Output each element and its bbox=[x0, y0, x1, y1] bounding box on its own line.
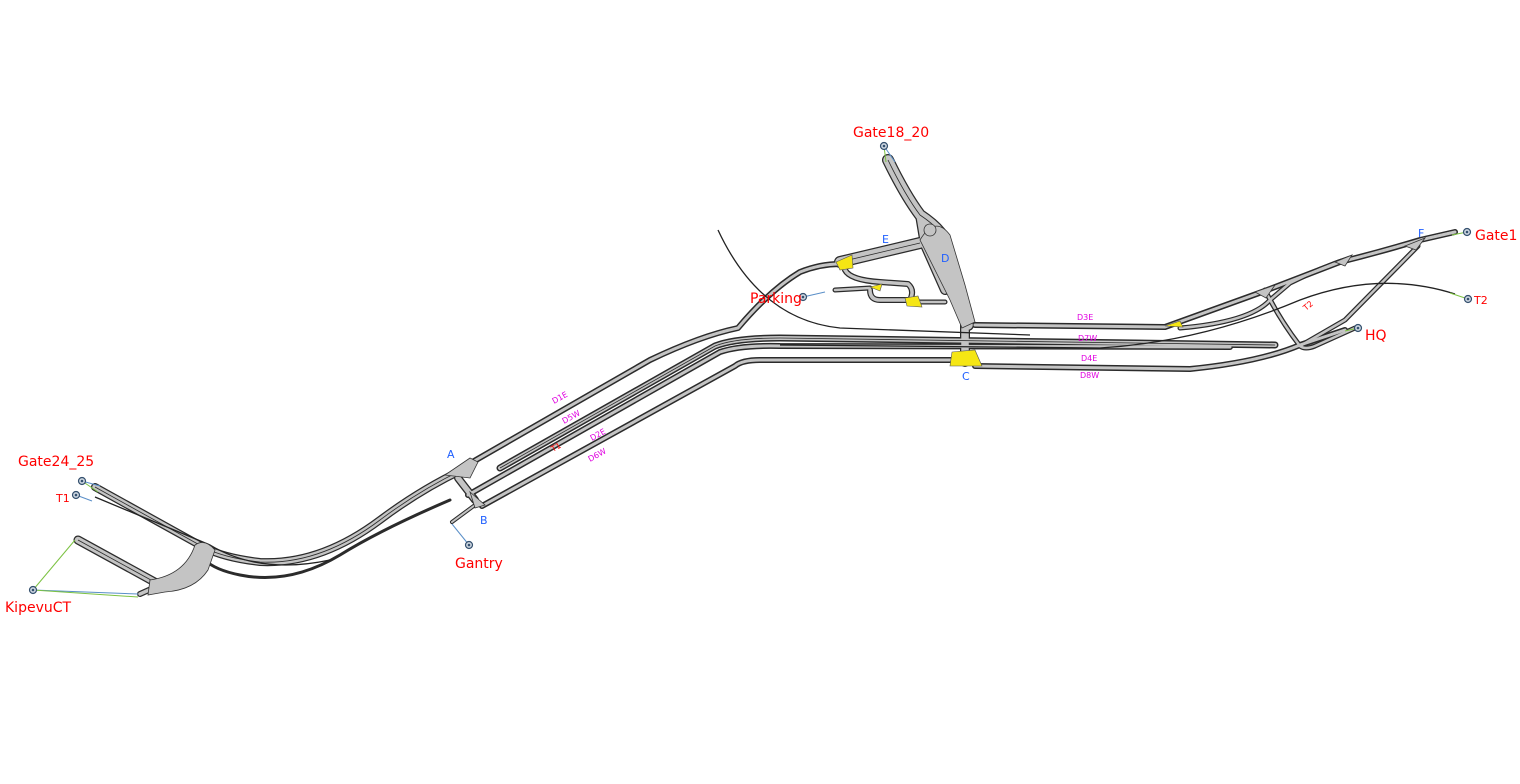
signal-e-west bbox=[835, 254, 854, 271]
link-label-d7w: D7W bbox=[1078, 334, 1097, 343]
link-label-d1e: D1E bbox=[551, 390, 570, 406]
road-outline bbox=[78, 160, 1455, 594]
junction-f1 bbox=[1254, 284, 1277, 299]
centroid-hq[interactable] bbox=[1353, 323, 1363, 333]
zone-label-parking: Parking bbox=[750, 291, 802, 307]
node-label-a: A bbox=[447, 448, 455, 461]
centroid-gantry[interactable] bbox=[464, 540, 474, 550]
node-labels: A B C D E F bbox=[447, 227, 1424, 527]
link-label-t2: T2 bbox=[1301, 299, 1315, 313]
zone-label-gate18-20: Gate18_20 bbox=[853, 125, 929, 141]
node-label-f: F bbox=[1418, 227, 1424, 240]
zone-label-gantry: Gantry bbox=[455, 556, 503, 572]
parking-bypass-track bbox=[717, 229, 1031, 336]
zone-label-gate24-25: Gate24_25 bbox=[18, 454, 94, 470]
junction-b bbox=[469, 490, 486, 509]
link-label-d3e: D3E bbox=[1077, 313, 1093, 322]
zone-label-t1: T1 bbox=[55, 492, 70, 505]
centroid-gate18-20[interactable] bbox=[879, 141, 889, 151]
node-label-d: D bbox=[941, 252, 949, 265]
junction-f2 bbox=[1333, 254, 1354, 267]
zone-centroids bbox=[28, 141, 1473, 595]
node-label-b: B bbox=[480, 514, 488, 527]
centroid-t1[interactable] bbox=[71, 490, 81, 500]
link-label-d8w: D8W bbox=[1080, 371, 1099, 380]
signal-c bbox=[949, 349, 983, 367]
junction-d-island bbox=[923, 223, 937, 237]
junction-a bbox=[443, 457, 479, 479]
centroid-gate24-25[interactable] bbox=[77, 476, 87, 486]
road-links bbox=[78, 160, 1455, 594]
link-label-d4e: D4E bbox=[1081, 354, 1097, 363]
centroid-connectors bbox=[32, 145, 1469, 598]
centroid-gate1[interactable] bbox=[1462, 227, 1472, 237]
zone-label-kipevuct: KipevuCT bbox=[5, 600, 72, 616]
zone-labels: Gate18_20 Parking Gate1 T2 HQ Gate24_25 … bbox=[5, 125, 1517, 616]
t1-track bbox=[94, 496, 331, 566]
zone-label-hq: HQ bbox=[1365, 328, 1387, 344]
junction-d bbox=[919, 225, 976, 329]
centroid-parking[interactable] bbox=[798, 292, 808, 302]
node-label-c: C bbox=[962, 370, 970, 383]
junction-f3 bbox=[1403, 237, 1427, 251]
centroid-t2[interactable] bbox=[1463, 294, 1473, 304]
node-label-e: E bbox=[882, 233, 889, 246]
signal-d3e-east bbox=[1164, 320, 1184, 328]
zone-label-t2: T2 bbox=[1473, 294, 1488, 307]
signal-e-south bbox=[904, 295, 923, 308]
road-surface bbox=[78, 160, 1457, 596]
junction-kipevu bbox=[147, 542, 216, 596]
t2-track bbox=[779, 282, 1456, 349]
centroid-kipevuct[interactable] bbox=[28, 585, 38, 595]
junction-areas bbox=[147, 223, 1427, 596]
signal-parking bbox=[869, 283, 883, 292]
zone-label-gate1: Gate1 bbox=[1475, 228, 1517, 244]
